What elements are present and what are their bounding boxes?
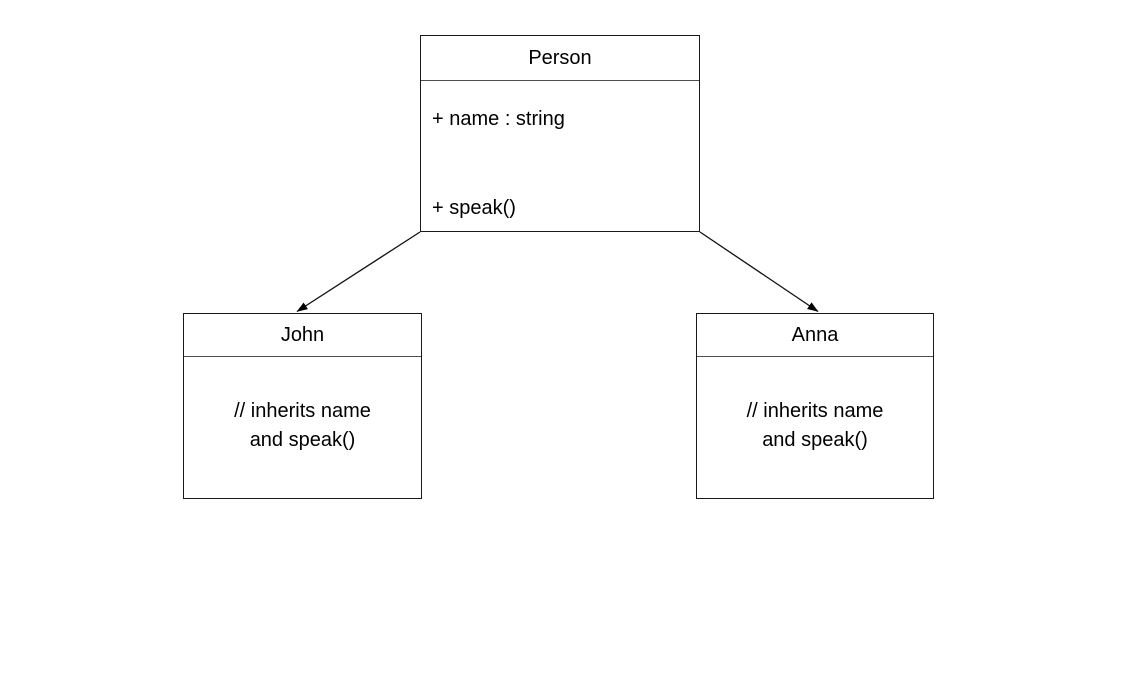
uml-class-person-members: + name : string + speak() [432, 81, 691, 231]
inheritance-arrow-person-anna[interactable] [699, 231, 819, 313]
uml-class-john-title: John [184, 314, 421, 357]
uml-class-anna-note: // inherits name and speak() [746, 400, 884, 451]
uml-class-john-body: // inherits name and speak() [184, 357, 421, 498]
uml-class-john[interactable]: John // inherits name and speak() [183, 313, 422, 499]
uml-class-anna-title: Anna [697, 314, 933, 357]
uml-class-anna[interactable]: Anna // inherits name and speak() [696, 313, 934, 499]
uml-class-person-body: + name : string + speak() [421, 81, 699, 231]
uml-attribute-name: + name : string [432, 108, 565, 130]
uml-class-john-note: // inherits name and speak() [234, 400, 371, 451]
uml-class-anna-body: // inherits name and speak() [697, 357, 933, 498]
uml-class-person[interactable]: Person + name : string + speak() [420, 35, 700, 232]
uml-operation-speak: + speak() [432, 197, 516, 219]
uml-class-person-title: Person [421, 36, 699, 81]
inheritance-arrow-person-john[interactable] [296, 231, 421, 313]
